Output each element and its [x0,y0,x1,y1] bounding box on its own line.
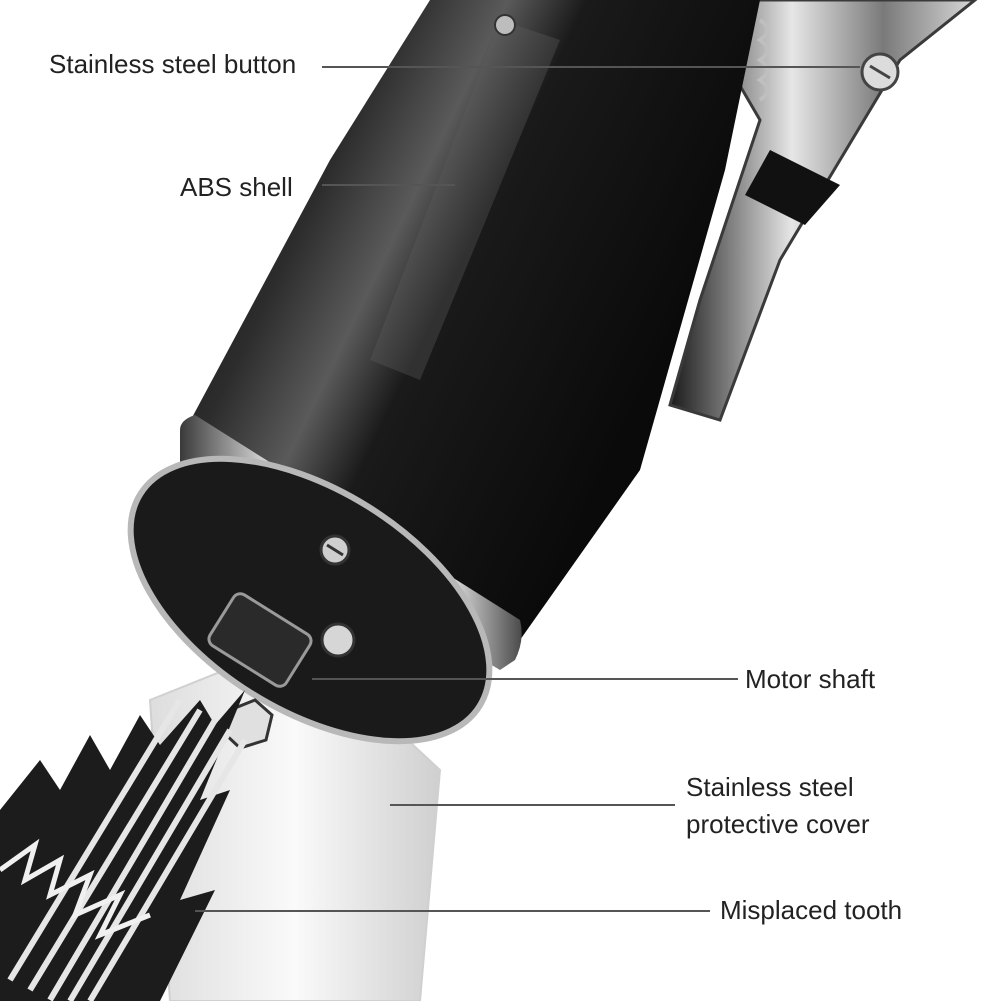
abs-shell [180,0,760,640]
label-motor-shaft: Motor shaft [745,664,876,694]
screw-icon [494,14,516,36]
label-stainless-steel-button: Stainless steel button [49,49,297,79]
label-misplaced-tooth: Misplaced tooth [720,895,903,925]
leader-line-button [322,66,860,68]
spring [756,18,770,102]
screw-icon [319,534,351,566]
label-abs-shell: ABS shell [180,172,293,202]
misplaced-tooth-blades [0,690,248,1001]
clip-slot [745,150,840,225]
motor-shaft-part [207,592,313,688]
leader-line-motor [312,678,738,680]
shell-highlight [370,20,560,380]
screw-icon [320,622,356,658]
label-protective-cover-line1: Stainless steel [686,772,854,802]
leader-line-cover [390,804,675,806]
leader-line-tooth [195,910,710,912]
label-protective-cover-line2: protective cover [686,809,870,839]
end-cap [127,455,493,745]
leader-line-shell [322,184,455,186]
pocket-clip [668,0,978,422]
screw-icon [860,52,900,92]
